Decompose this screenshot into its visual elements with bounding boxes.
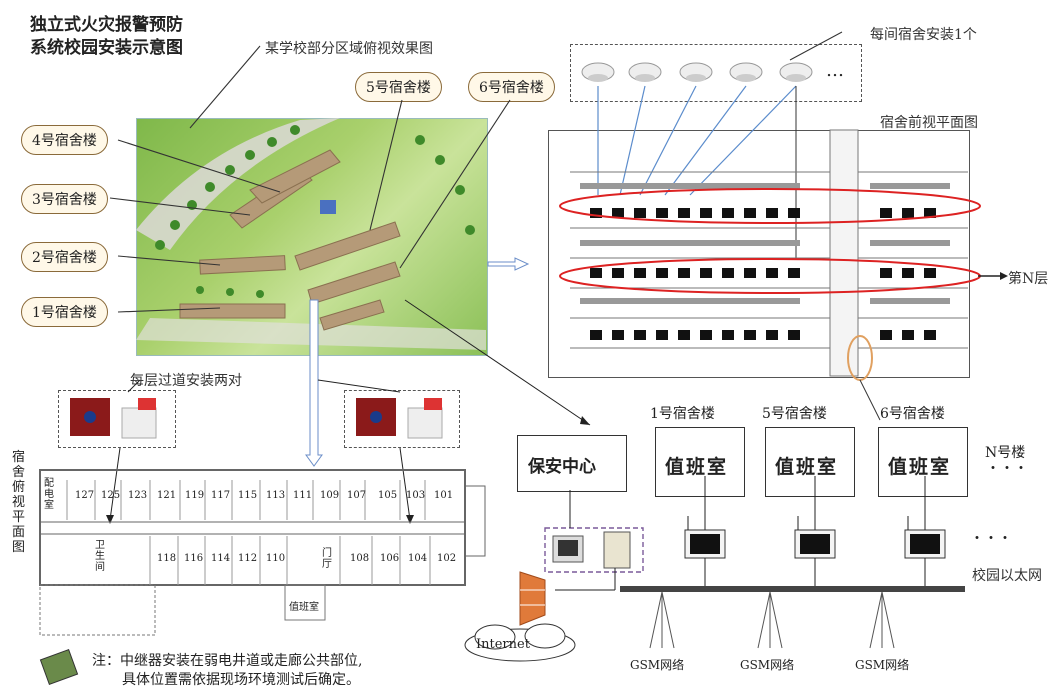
n-building-label: N号楼 <box>985 445 1026 461</box>
security-center <box>517 435 627 492</box>
floorplan-caption: 宿舍俯视平面图 <box>12 450 26 555</box>
room-104: 104 <box>408 553 428 564</box>
room-113: 113 <box>266 490 286 501</box>
front-view-caption: 宿舍前视平面图 <box>880 115 978 131</box>
server-icon <box>603 531 631 569</box>
duty-room-5-label: 值班室 <box>775 456 839 478</box>
duty-building-5-label: 5号宿舍楼 <box>762 406 827 422</box>
repeater-note: 注：中继器安装在弱电井道或走廊公共部位, 具体位置需依据现场环境测试后确定。 <box>92 653 363 688</box>
label-wei-sheng-jian: 卫生间 <box>95 540 105 573</box>
diagram-title: 独立式火灾报警预防 系统校园安装示意图 <box>30 15 183 58</box>
detector-ellipsis: … <box>826 60 844 81</box>
label-men-ting: 门厅 <box>322 548 332 570</box>
firewall-icon <box>519 571 546 626</box>
room-119: 119 <box>185 490 205 501</box>
room-123: 123 <box>128 490 148 501</box>
room-121: 121 <box>157 490 177 501</box>
room-111: 111 <box>293 490 313 501</box>
siren-icon <box>121 398 443 439</box>
room-127: 127 <box>75 490 95 501</box>
room-110: 110 <box>266 553 286 564</box>
room-117: 117 <box>211 490 231 501</box>
pill-building-2: 2号宿舍楼 <box>21 242 108 272</box>
monitor-icon <box>552 535 584 563</box>
aerial-caption: 某学校部分区域俯视效果图 <box>265 41 433 57</box>
duty-building-1-label: 1号宿舍楼 <box>650 406 715 422</box>
label-zhi-ban-shi-small: 值班室 <box>289 602 319 613</box>
gsm-label-2: GSM网络 <box>740 658 795 672</box>
floor-n-label: 第N层 <box>1008 271 1049 287</box>
duty-building-6-label: 6号宿舍楼 <box>880 406 945 422</box>
alarm-pair-left <box>58 390 176 448</box>
room-105: 105 <box>378 490 398 501</box>
alarm-pair-right <box>344 390 460 448</box>
detector-group <box>570 44 862 102</box>
internet-label: Internet <box>476 637 530 652</box>
smoke-detector-icon <box>581 62 813 82</box>
alarm-panel-icon <box>70 398 396 436</box>
room-109: 109 <box>320 490 340 501</box>
room-101: 101 <box>434 490 454 501</box>
duty-room-1 <box>655 427 745 497</box>
label-pei-dian-shi: 配电室 <box>44 478 54 511</box>
gsm-label-3: GSM网络 <box>855 658 910 672</box>
detector-caption: 每间宿舍安装1个 <box>870 27 977 43</box>
duty-room-1-label: 值班室 <box>665 456 729 478</box>
room-118: 118 <box>157 553 177 564</box>
pill-building-6: 6号宿舍楼 <box>468 72 555 102</box>
room-107: 107 <box>347 490 367 501</box>
room-114: 114 <box>211 553 231 564</box>
room-115: 115 <box>238 490 258 501</box>
room-102: 102 <box>437 553 457 564</box>
pill-building-4: 4号宿舍楼 <box>21 125 108 155</box>
cloud-icon <box>464 623 576 662</box>
room-112: 112 <box>238 553 258 564</box>
pill-building-5: 5号宿舍楼 <box>355 72 442 102</box>
pill-building-1: 1号宿舍楼 <box>21 297 108 327</box>
campus-network-label: 校园以太网 <box>972 568 1042 584</box>
duty-room-6 <box>878 427 968 497</box>
duty-room-6-label: 值班室 <box>888 456 952 478</box>
room-106: 106 <box>380 553 400 564</box>
corridor-caption: 每层过道安装两对 <box>130 373 242 389</box>
network-dots: ・・・ <box>970 531 1012 547</box>
pill-building-3: 3号宿舍楼 <box>21 184 108 214</box>
repeater-icon <box>39 649 79 685</box>
room-103: 103 <box>406 490 426 501</box>
duty-room-5 <box>765 427 855 497</box>
n-building-dots: ・・・ <box>986 461 1028 477</box>
security-center-label: 保安中心 <box>528 457 596 477</box>
room-108: 108 <box>350 553 370 564</box>
gsm-label-1: GSM网络 <box>630 658 685 672</box>
room-125: 125 <box>101 490 121 501</box>
room-116: 116 <box>184 553 204 564</box>
